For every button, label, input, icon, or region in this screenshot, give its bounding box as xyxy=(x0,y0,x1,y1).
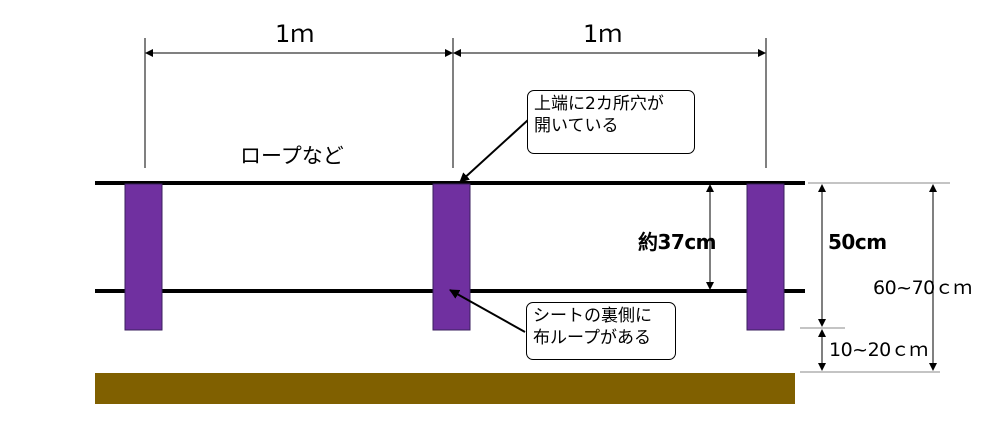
rope-gap-label: 約37cm xyxy=(638,230,717,254)
callout-fabric-loop-line1: シートの裏側に xyxy=(533,306,652,326)
callout-top-holes-line1: 上端に2カ所穴が xyxy=(534,94,664,114)
middle-post xyxy=(432,183,471,331)
top-dimension-lines xyxy=(144,38,767,168)
callout-fabric-loop: シートの裏側に 布ループがある xyxy=(526,302,676,360)
rope-label: ロープなど xyxy=(240,144,344,168)
dimension-label-right-1m: 1ｍ xyxy=(583,20,623,48)
posts xyxy=(124,183,785,331)
side-dimension-lines xyxy=(800,182,950,373)
ground-bar xyxy=(95,373,795,404)
left-post xyxy=(124,183,163,331)
fabric-loop-arrow xyxy=(449,289,526,333)
top-holes-arrow xyxy=(459,119,529,183)
callout-fabric-loop-line2: 布ループがある xyxy=(533,328,651,348)
callout-top-holes: 上端に2カ所穴が 開いている xyxy=(527,90,695,154)
right-post xyxy=(746,183,785,331)
sheet-height-label: 50cm xyxy=(828,230,887,254)
dimension-label-left-1m: 1ｍ xyxy=(275,20,315,48)
callout-top-holes-line2: 開いている xyxy=(534,116,619,136)
ground-gap-label: 10~20ｃｍ xyxy=(829,339,928,361)
total-height-label: 60~70ｃｍ xyxy=(873,277,972,299)
upper-rope xyxy=(95,181,805,185)
